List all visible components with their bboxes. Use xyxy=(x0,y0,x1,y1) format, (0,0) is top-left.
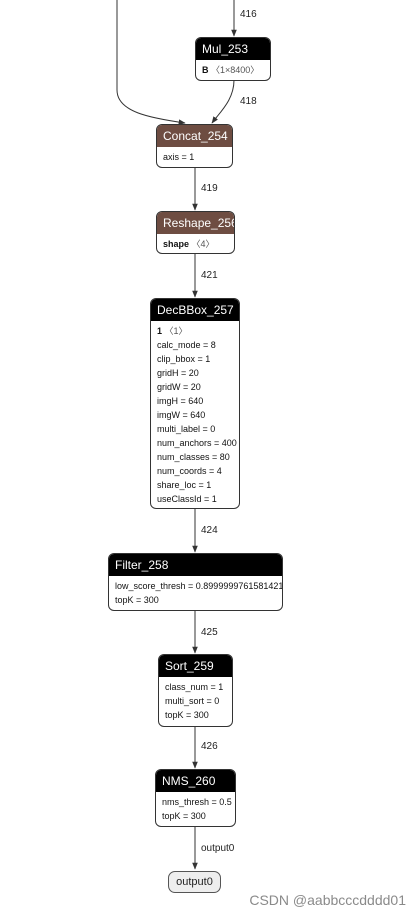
node-attribute: class_num = 1 xyxy=(165,682,224,692)
edge-label-426: 426 xyxy=(201,741,218,752)
node-title: Reshape_256 xyxy=(157,212,234,234)
node-attribute: imgH = 640 xyxy=(157,396,204,406)
node-sort-259[interactable]: Sort_259 class_num = 1 multi_sort = 0 to… xyxy=(158,654,233,727)
attr-type: 〈1×8400〉 xyxy=(211,65,260,75)
edge-label-416: 416 xyxy=(240,9,257,20)
edge-label-421: 421 xyxy=(201,270,218,281)
node-attribute: multi_sort = 0 xyxy=(165,696,220,706)
edge-label-424: 424 xyxy=(201,525,218,536)
node-attribute: 1 〈1〉 xyxy=(157,324,233,338)
node-attribute: B 〈1×8400〉 xyxy=(202,63,264,77)
node-title: Concat_254 xyxy=(157,125,232,147)
attr-name: B xyxy=(202,65,209,75)
node-reshape-256[interactable]: Reshape_256 shape 〈4〉 xyxy=(156,211,235,254)
node-attribute: multi_label = 0 xyxy=(157,424,216,434)
attr-name: shape xyxy=(163,239,190,249)
node-attribute: topK = 300 xyxy=(162,811,206,821)
edge-label-418: 418 xyxy=(240,96,257,107)
node-attribute: useClassId = 1 xyxy=(157,494,217,504)
node-title: Sort_259 xyxy=(159,655,232,677)
node-attribute: clip_bbox = 1 xyxy=(157,354,211,364)
attr-type: 〈4〉 xyxy=(191,239,215,249)
node-output0[interactable]: output0 xyxy=(168,871,221,893)
node-attribute: num_classes = 80 xyxy=(157,452,230,462)
node-title: DecBBox_257 xyxy=(151,299,239,321)
node-attribute: imgW = 640 xyxy=(157,410,206,420)
node-attribute: gridH = 20 xyxy=(157,368,199,378)
edge-label-425: 425 xyxy=(201,627,218,638)
attr-name: 1 xyxy=(157,326,163,336)
node-filter-258[interactable]: Filter_258 low_score_thresh = 0.89999997… xyxy=(108,553,283,611)
node-attribute: gridW = 20 xyxy=(157,382,201,392)
attr-type: 〈1〉 xyxy=(164,326,188,336)
node-attribute: nms_thresh = 0.5 xyxy=(162,797,232,807)
node-nms-260[interactable]: NMS_260 nms_thresh = 0.5 topK = 300 xyxy=(155,769,236,827)
node-attribute: shape 〈4〉 xyxy=(163,237,228,251)
node-attribute: num_coords = 4 xyxy=(157,466,222,476)
edge-left-concat xyxy=(116,0,186,125)
node-attribute: calc_mode = 8 xyxy=(157,340,216,350)
node-title: Filter_258 xyxy=(109,554,282,576)
node-attribute: topK = 300 xyxy=(165,710,209,720)
edge-label-output0: output0 xyxy=(201,843,235,854)
edge-418 xyxy=(211,79,235,124)
node-concat-254[interactable]: Concat_254 axis = 1 xyxy=(156,124,233,168)
node-attribute: num_anchors = 400 xyxy=(157,438,237,448)
node-attribute: share_loc = 1 xyxy=(157,480,212,490)
node-decbbox-257[interactable]: DecBBox_257 1 〈1〉 calc_mode = 8 clip_bbo… xyxy=(150,298,240,509)
node-attribute: low_score_thresh = 0.8999999761581421 xyxy=(115,581,283,591)
node-title: NMS_260 xyxy=(156,770,235,792)
node-attribute: axis = 1 xyxy=(163,152,195,162)
node-attribute: topK = 300 xyxy=(115,595,159,605)
node-mul-253[interactable]: Mul_253 B 〈1×8400〉 xyxy=(195,37,271,81)
node-title: Mul_253 xyxy=(196,38,270,60)
edge-label-419: 419 xyxy=(201,183,218,194)
watermark: CSDN @aabbcccdddd01 xyxy=(249,892,406,908)
